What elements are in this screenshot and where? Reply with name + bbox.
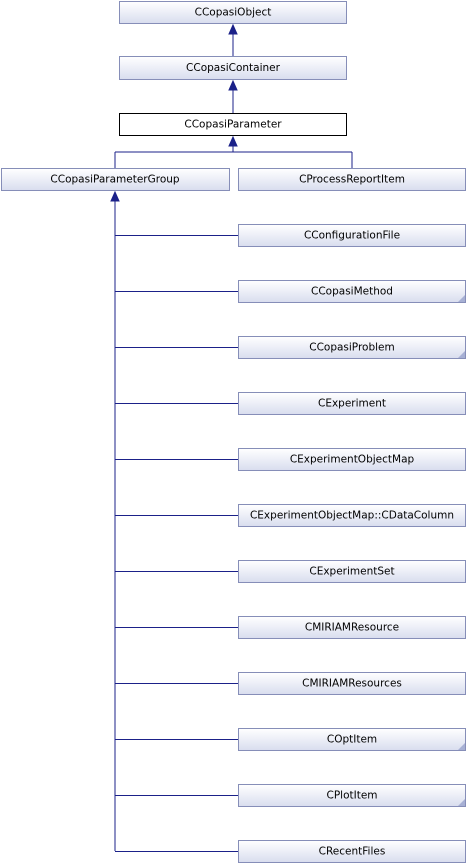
node-cexperimentobjectmap-cdatacolumn[interactable]: CExperimentObjectMap::CDataColumn xyxy=(238,504,466,527)
node-cconfigurationfile[interactable]: CConfigurationFile xyxy=(238,224,466,247)
node-label: CCopasiParameter xyxy=(184,119,282,131)
node-ccopasicontainer[interactable]: CCopasiContainer xyxy=(119,56,347,80)
node-crecentfiles[interactable]: CRecentFiles xyxy=(238,840,466,863)
node-label: CCopasiContainer xyxy=(186,62,281,74)
node-ccopasimethod[interactable]: CCopasiMethod xyxy=(238,280,466,303)
node-label: CCopasiObject xyxy=(195,7,272,19)
node-label: CExperiment xyxy=(318,398,386,410)
node-coptitem[interactable]: COptItem xyxy=(238,728,466,751)
node-label: CExperimentObjectMap::CDataColumn xyxy=(250,510,454,522)
node-ccopasiproblem[interactable]: CCopasiProblem xyxy=(238,336,466,359)
node-label: CMIRIAMResource xyxy=(305,622,399,634)
node-label: CRecentFiles xyxy=(319,846,386,858)
inheritance-edges xyxy=(110,23,353,852)
node-label: CCopasiParameterGroup xyxy=(50,174,180,186)
node-cmiriamresource[interactable]: CMIRIAMResource xyxy=(238,616,466,639)
node-cexperimentset[interactable]: CExperimentSet xyxy=(238,560,466,583)
node-label: COptItem xyxy=(327,734,377,746)
node-cexperiment[interactable]: CExperiment xyxy=(238,392,466,415)
node-label: CMIRIAMResources xyxy=(302,678,402,690)
node-ccopasiparameter: CCopasiParameter xyxy=(119,113,347,136)
node-cplotitem[interactable]: CPlotItem xyxy=(238,784,466,807)
node-label: CExperimentSet xyxy=(309,566,394,578)
node-label: CProcessReportItem xyxy=(299,174,405,186)
arrow-head-icon xyxy=(228,135,238,147)
node-label: CConfigurationFile xyxy=(304,230,400,242)
more-subclasses-marker-icon xyxy=(458,799,465,806)
node-ccopasiparametergroup[interactable]: CCopasiParameterGroup xyxy=(1,168,230,191)
more-subclasses-marker-icon xyxy=(458,743,465,750)
more-subclasses-marker-icon xyxy=(458,351,465,358)
edge-group-branches xyxy=(115,235,238,852)
node-label: CPlotItem xyxy=(326,790,377,802)
more-subclasses-marker-icon xyxy=(458,295,465,302)
arrow-head-icon xyxy=(228,79,238,91)
arrow-head-icon xyxy=(228,23,238,35)
node-cmiriamresources[interactable]: CMIRIAMResources xyxy=(238,672,466,695)
node-label: CCopasiProblem xyxy=(309,342,395,354)
node-cexperimentobjectmap[interactable]: CExperimentObjectMap xyxy=(238,448,466,471)
node-cprocessreportitem[interactable]: CProcessReportItem xyxy=(238,168,466,191)
node-ccopasiobject[interactable]: CCopasiObject xyxy=(119,1,347,24)
node-label: CCopasiMethod xyxy=(311,286,393,298)
arrow-head-icon xyxy=(110,190,120,202)
node-label: CExperimentObjectMap xyxy=(290,454,415,466)
